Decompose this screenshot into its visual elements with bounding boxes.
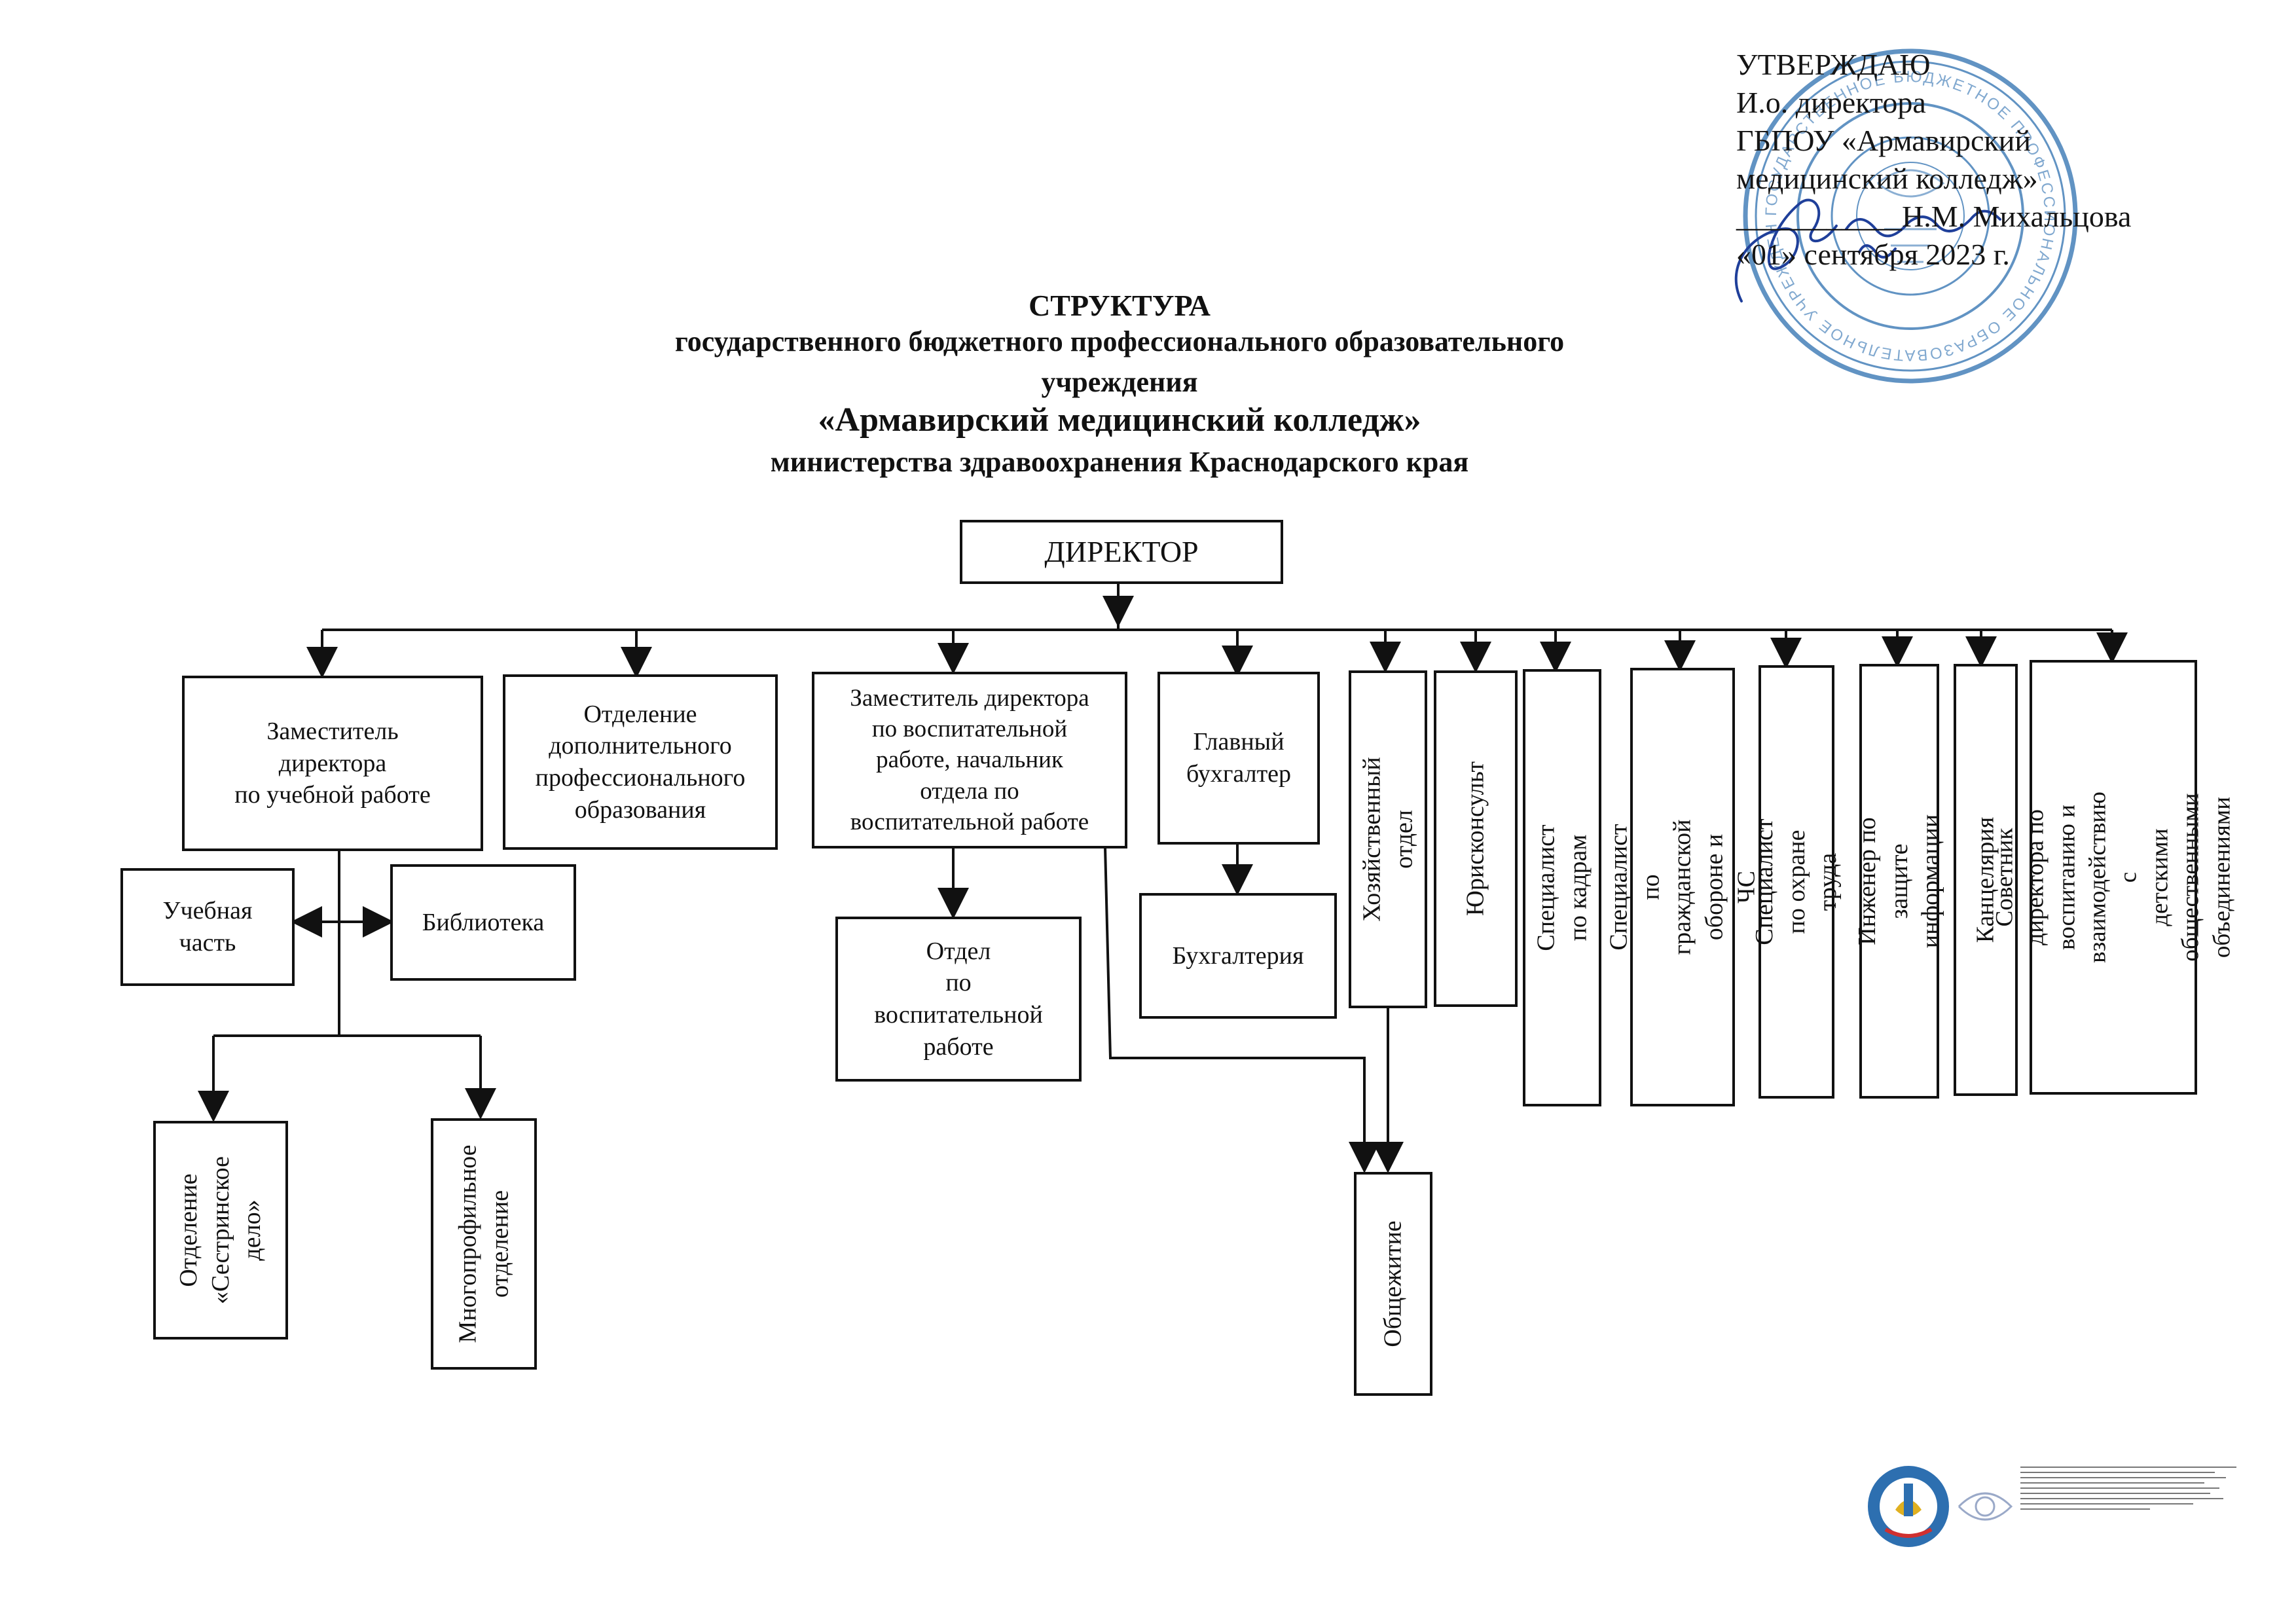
title-ministry: министерства здравоохранения Краснодарск… bbox=[770, 446, 1469, 478]
box-library: Библиотека bbox=[390, 864, 576, 981]
label-info-security-engineer: Инженер по защите информации bbox=[1853, 814, 1945, 949]
title-structure: СТРУКТУРА bbox=[1029, 289, 1211, 322]
title-college-name: «Армавирский медицинский колледж» bbox=[818, 401, 1421, 439]
label-accounting: Бухгалтерия bbox=[1172, 941, 1304, 970]
label-lawyer: Юрисконсульт bbox=[1461, 761, 1489, 917]
approval-line-position: И.о. директора bbox=[1736, 86, 1926, 119]
box-deputy-upbringing: Заместитель директора по воспитательной … bbox=[812, 672, 1127, 848]
label-director: ДИРЕКТОР bbox=[1044, 534, 1199, 568]
label-deputy-upbringing: Заместитель директора по воспитательной … bbox=[850, 684, 1089, 836]
digital-signature-fine-print bbox=[2020, 1467, 2236, 1514]
box-chancellery: Канцелярия bbox=[1954, 664, 2018, 1096]
official-stamp: ГОСУДАРСТВЕННОЕ БЮДЖЕТНОЕ ПРОФЕССИОНАЛЬН… bbox=[1721, 33, 2078, 384]
approval-line-org-name: медицинский колледж» bbox=[1736, 162, 2038, 195]
approval-line-approve: УТВЕРЖДАЮ bbox=[1736, 48, 1931, 81]
box-hr-specialist: Специалист по кадрам bbox=[1523, 669, 1601, 1106]
box-dept-additional-prof-education: Отделение дополнительного профессиональн… bbox=[503, 674, 778, 850]
box-director: ДИРЕКТОР bbox=[960, 520, 1283, 584]
box-household-dept: Хозяйственный отдел bbox=[1349, 670, 1427, 1008]
label-chief-accountant: Главный бухгалтер bbox=[1186, 728, 1292, 788]
signature bbox=[1734, 198, 2001, 302]
title-institution-type: государственного бюджетного профессионал… bbox=[674, 325, 1565, 357]
label-deputy-educational: Заместитель директора по учебной работе bbox=[234, 718, 431, 809]
label-household-dept: Хозяйственный отдел bbox=[1358, 757, 1417, 922]
approval-line-signer: ___________Н.М. Михальцова bbox=[1736, 200, 2132, 233]
box-info-security-engineer: Инженер по защите информации bbox=[1853, 664, 1944, 1099]
label-multi-profile-department: Многопрофильное отделение bbox=[454, 1144, 513, 1343]
label-civil-defense-specialist: Специалист по гражданской обороне и ЧС bbox=[1605, 819, 1760, 955]
digital-signature-eye-mark bbox=[1958, 1492, 2013, 1521]
box-upbringing-dept: Отдел по воспитательной работе bbox=[835, 917, 1082, 1082]
box-deputy-educational: Заместитель директора по учебной работе bbox=[182, 676, 483, 851]
box-lawyer: Юрисконсульт bbox=[1434, 670, 1518, 1007]
box-chief-accountant: Главный бухгалтер bbox=[1157, 672, 1320, 845]
box-study-part: Учебная часть bbox=[120, 868, 295, 986]
label-library: Библиотека bbox=[422, 908, 545, 936]
label-nursing-department: Отделение «Сестринское дело» bbox=[175, 1156, 266, 1304]
box-multi-profile-department: Многопрофильное отделение bbox=[431, 1118, 537, 1370]
label-study-part: Учебная часть bbox=[162, 897, 253, 957]
label-labor-safety-specialist: Специалист по охране труда bbox=[1751, 818, 1842, 945]
box-accounting: Бухгалтерия bbox=[1139, 893, 1337, 1019]
approval-line-org: ГБПОУ «Армавирский bbox=[1736, 124, 2032, 157]
approval-line-date: «01» сентября 2023 г. bbox=[1736, 238, 2010, 271]
label-dept-additional-prof-education: Отделение дополнительного профессиональн… bbox=[535, 700, 746, 824]
box-nursing-department: Отделение «Сестринское дело» bbox=[153, 1121, 288, 1340]
label-hr-specialist: Специалист по кадрам bbox=[1532, 824, 1592, 951]
label-director-advisor: Советник директора по воспитанию и взаим… bbox=[1991, 792, 2236, 963]
approval-block: УТВЕРЖДАЮ И.о. директора ГБПОУ «Армавирс… bbox=[1736, 46, 2131, 274]
box-dormitory: Общежитие bbox=[1354, 1172, 1432, 1396]
box-labor-safety-specialist: Специалист по охране труда bbox=[1751, 665, 1842, 1099]
title-institution-word: учреждения bbox=[1041, 366, 1198, 398]
college-logo bbox=[1868, 1466, 1949, 1547]
box-director-advisor: Советник директора по воспитанию и взаим… bbox=[1992, 660, 2235, 1095]
label-upbringing-dept: Отдел по воспитательной работе bbox=[874, 937, 1043, 1061]
box-civil-defense-specialist: Специалист по гражданской обороне и ЧС bbox=[1605, 668, 1760, 1106]
label-dormitory: Общежитие bbox=[1379, 1220, 1407, 1347]
